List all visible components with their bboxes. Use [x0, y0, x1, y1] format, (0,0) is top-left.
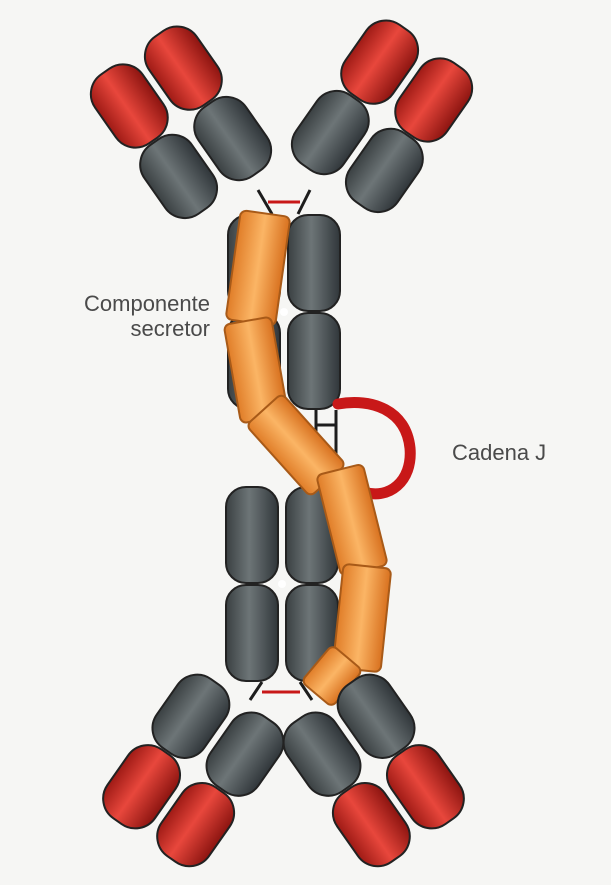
secretory-component-label-line2: secretor	[14, 316, 210, 341]
constant-domain	[226, 487, 278, 583]
constant-domain	[288, 215, 340, 311]
j-chain-label: Cadena J	[452, 440, 546, 465]
upper-right-fab-arm	[282, 11, 481, 221]
lower-left-fab-arm	[94, 665, 293, 875]
secretory-component-label-line1: Componente	[14, 291, 210, 316]
upper-left-fab-arm	[81, 17, 280, 227]
constant-domain	[288, 313, 340, 409]
secretory-component-label: Componente secretor	[14, 291, 210, 341]
upper-hinge	[258, 190, 310, 214]
constant-domain	[226, 585, 278, 681]
lower-fc-region	[226, 487, 338, 681]
lower-hinge	[250, 682, 312, 700]
lower-right-fab-arm	[274, 665, 473, 875]
